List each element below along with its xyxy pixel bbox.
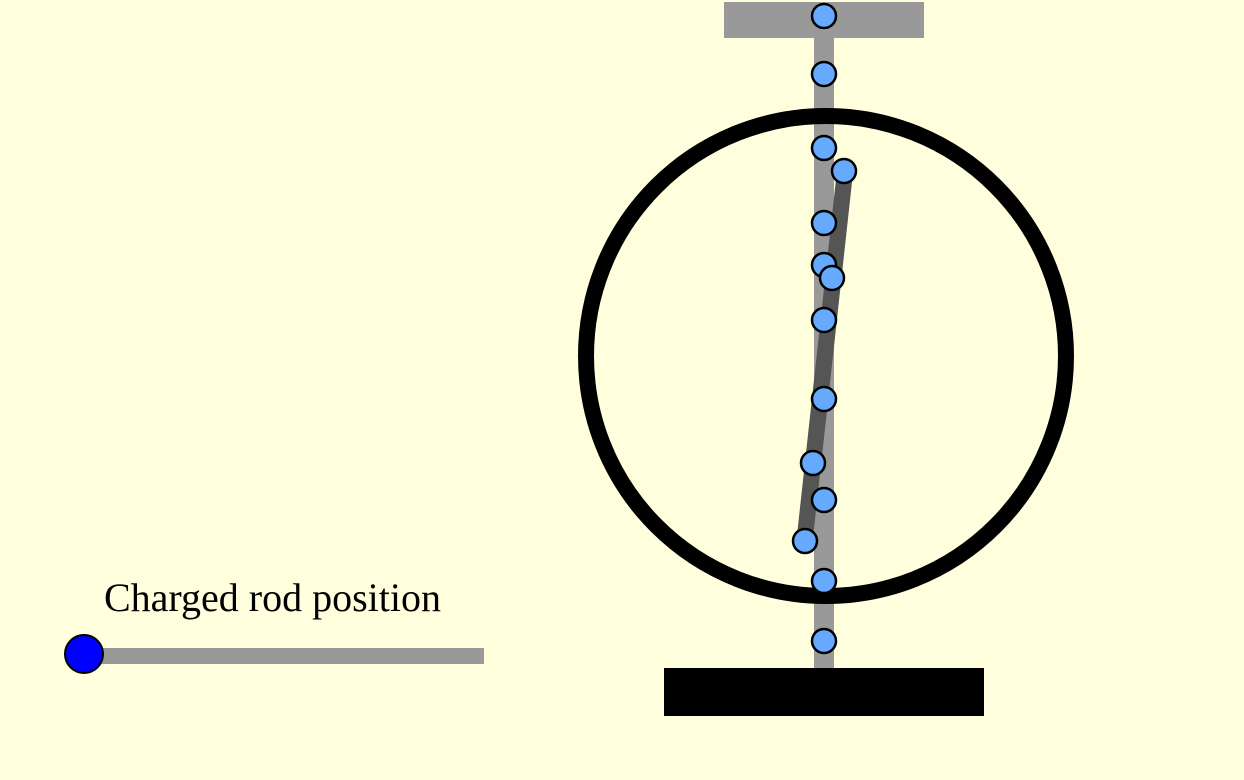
rod-position-slider-track[interactable] [84,648,484,664]
charge-rod-2 [810,60,838,88]
charge-rod-8 [810,486,838,514]
charge-leaf-2 [818,264,846,292]
charge-leaf-1 [830,157,858,185]
base-block [664,668,984,716]
charge-rod-4 [810,209,838,237]
charge-rod-7 [810,385,838,413]
charge-rod-9 [810,567,838,595]
electroscope-canvas [4,0,1244,776]
rod-position-slider-knob[interactable] [64,634,104,674]
charge-leaf-3 [799,449,827,477]
charge-leaf-4 [791,527,819,555]
canvas-background [4,0,1244,776]
charge-rod-6 [810,306,838,334]
charge-rod-10 [810,627,838,655]
charge-rod-1 [810,2,838,30]
deflected-leaf [797,170,853,538]
slider-label: Charged rod position [104,575,442,620]
enclosure-ring [578,108,1074,604]
charge-rod-3 [810,134,838,162]
